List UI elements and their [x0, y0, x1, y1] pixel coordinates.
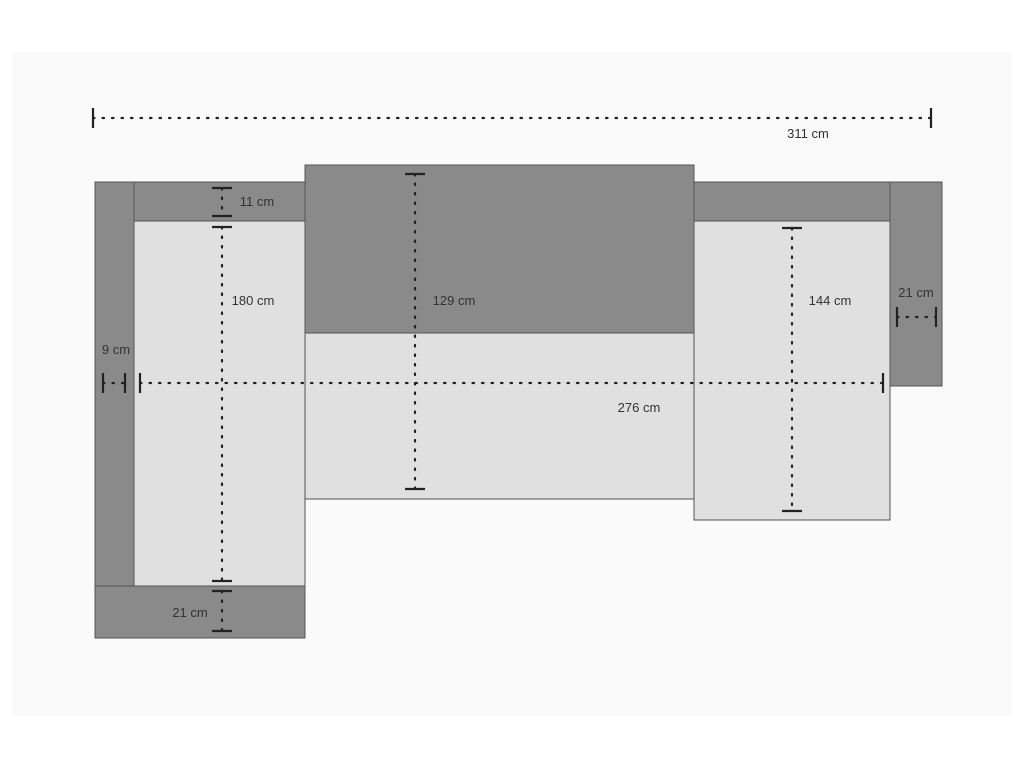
right-backrest-top — [693, 181, 891, 222]
left-chaise-length-label: 180 cm — [232, 293, 275, 308]
backrest-depth-label: 129 cm — [433, 293, 476, 308]
middle-seat — [304, 332, 695, 500]
total-width-label: 311 cm — [787, 126, 829, 141]
dimension-labels: 311 cm 11 cm 180 cm 129 cm 144 cm 21 cm … — [102, 126, 934, 620]
bottom-arm-depth-label: 21 cm — [172, 605, 207, 620]
arm-depth-top-label: 11 cm — [240, 194, 274, 209]
dimension-lines — [91, 108, 938, 633]
middle-backrest — [304, 164, 695, 334]
left-arm-width-label: 9 cm — [102, 342, 130, 357]
right-seat-depth-label: 144 cm — [809, 293, 852, 308]
right-arm-width-label: 21 cm — [898, 285, 933, 300]
left-chaise-seat — [133, 220, 306, 587]
left-armrest — [94, 181, 135, 587]
right-armrest — [889, 181, 943, 387]
inner-width-label: 276 cm — [618, 400, 661, 415]
